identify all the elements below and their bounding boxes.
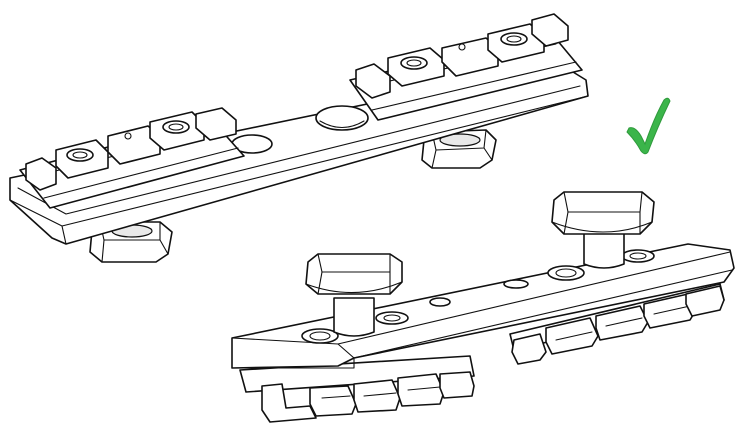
mount-plate-top — [9, 63, 589, 245]
knob-right-bottom — [551, 191, 655, 269]
plate-hole-countersunk-left — [301, 328, 339, 344]
rail-section-right — [349, 13, 583, 121]
rail-section-left — [19, 107, 245, 209]
plate-hole-center — [315, 105, 369, 131]
mount-plate-bottom — [231, 243, 735, 369]
rail-clamp-right-bottom — [509, 283, 725, 365]
plate-hole-small-1 — [429, 297, 451, 307]
rail-mount-plate-assembly-upside — [9, 13, 589, 263]
knob-left-bottom — [305, 253, 403, 337]
plate-hole-countersunk-mid-left — [375, 311, 409, 325]
plate-hole-countersunk-right — [621, 249, 655, 263]
rail-clamp-left-bottom — [239, 355, 475, 423]
checkmark-icon — [626, 97, 671, 155]
plate-hole-small-2 — [503, 279, 529, 289]
knob-nut-right-top — [421, 129, 497, 169]
plate-hole-countersunk-mid-right — [547, 265, 585, 281]
rail-mount-plate-assembly-flipped — [231, 191, 735, 423]
